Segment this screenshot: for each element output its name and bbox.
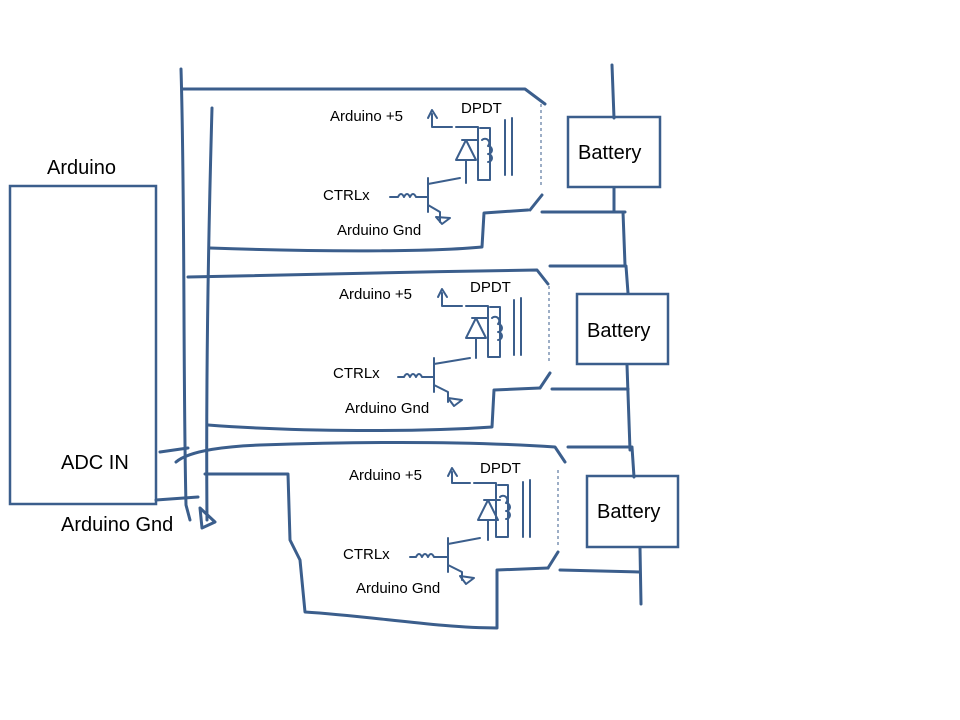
ground-arrow-icon — [447, 397, 463, 407]
relay-label: DPDT — [461, 100, 502, 117]
stage-2: Battery DPDT Arduino +5 CTRLx Arduino Gn… — [186, 264, 670, 452]
relay-label: DPDT — [480, 460, 521, 477]
ctrl-label: CTRLx — [323, 187, 370, 204]
relay-label: DPDT — [470, 279, 511, 296]
gnd-label: Arduino Gnd — [345, 400, 429, 417]
plus5-label: Arduino +5 — [349, 467, 422, 484]
plus5-label: Arduino +5 — [339, 286, 412, 303]
battery-box — [575, 292, 670, 366]
stage-1: Battery DPDT Arduino +5 CTRLx Arduino Gn… — [208, 100, 662, 267]
arrow-up-icon — [437, 288, 463, 307]
ctrl-label: CTRLx — [343, 546, 390, 563]
arduino-box — [8, 184, 158, 506]
gnd-label: Arduino Gnd — [356, 580, 440, 597]
stage-3: Battery DPDT Arduino +5 CTRLx Arduino Gn… — [174, 441, 680, 630]
arrow-up-icon — [427, 109, 453, 128]
relay-coil-icon — [473, 482, 509, 538]
battery-box — [566, 115, 662, 189]
arduino-title: Arduino — [47, 157, 116, 179]
adc-in-label: ADC IN — [61, 452, 129, 474]
battery-label: Battery — [597, 501, 660, 523]
diode-icon — [465, 317, 487, 339]
ground-arrow-icon — [459, 575, 475, 585]
transistor-icon — [433, 357, 471, 403]
arduino-gnd-label: Arduino Gnd — [61, 514, 173, 536]
gnd-label: Arduino Gnd — [337, 222, 421, 239]
battery-box — [585, 474, 680, 549]
battery-label: Battery — [587, 320, 650, 342]
bus-wires — [154, 63, 616, 530]
resistor-icon — [409, 553, 449, 558]
relay-coil-icon — [455, 126, 491, 181]
ctrl-label: CTRLx — [333, 365, 380, 382]
transistor-icon — [427, 177, 461, 223]
diode-icon — [455, 139, 477, 161]
battery-label: Battery — [578, 142, 641, 164]
relay-coil-icon — [465, 305, 501, 358]
resistor-icon — [389, 193, 429, 198]
plus5-label: Arduino +5 — [330, 108, 403, 125]
transistor-icon — [447, 537, 481, 581]
resistor-icon — [397, 373, 435, 378]
ground-arrow-icon — [435, 216, 451, 225]
arrow-up-icon — [447, 467, 471, 484]
